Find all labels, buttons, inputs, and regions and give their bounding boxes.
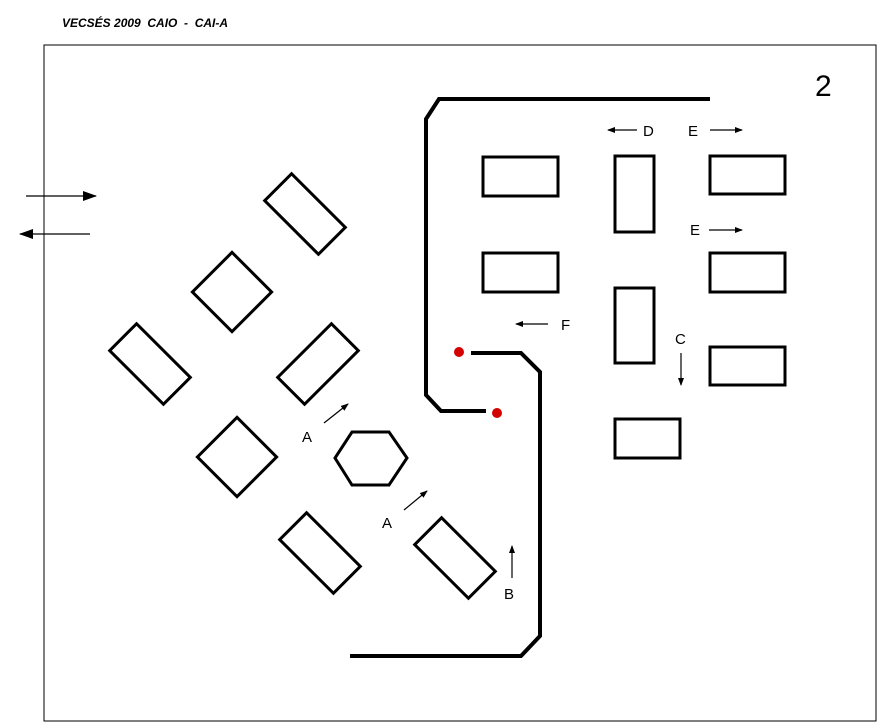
obstacle-box	[708, 154, 787, 196]
obstacle-box	[613, 154, 656, 234]
obstacle-box	[262, 171, 348, 257]
left-boundary-line	[424, 97, 710, 413]
obstacle-box	[190, 250, 274, 334]
course-number: 2	[815, 70, 832, 103]
label-e: E	[688, 123, 698, 140]
arrow-a	[403, 490, 428, 511]
hexagon-obstacle	[333, 430, 409, 487]
obstacle-box	[481, 155, 560, 198]
obstacle-box	[195, 415, 279, 499]
obstacle-box	[107, 321, 193, 407]
label-b: B	[504, 586, 514, 603]
direction-labels: A A B C D E E F	[302, 123, 700, 603]
document-title: VECSÉS 2009 CAIO - CAI-A	[62, 16, 229, 30]
obstacle-box	[708, 251, 787, 294]
red-marker	[454, 347, 464, 357]
obstacle-box	[277, 510, 363, 596]
label-c: C	[675, 331, 686, 348]
label-e: E	[690, 222, 700, 239]
label-a: A	[302, 429, 312, 446]
obstacle-box	[613, 286, 656, 365]
obstacle-box	[275, 321, 361, 407]
obstacle-box	[613, 417, 682, 460]
entry-exit-arrows	[19, 191, 97, 239]
label-a: A	[382, 515, 392, 532]
obstacle-box	[412, 515, 498, 601]
left-obstacles	[107, 171, 498, 601]
arrow-a	[323, 403, 349, 424]
label-d: D	[643, 123, 654, 140]
right-obstacles	[481, 154, 787, 460]
obstacle-box	[708, 345, 787, 387]
label-f: F	[561, 317, 570, 334]
course-frame	[43, 44, 877, 722]
boundary-lines	[350, 97, 710, 658]
direction-markers	[323, 127, 743, 578]
right-boundary-line	[350, 351, 542, 658]
red-marker	[492, 408, 502, 418]
obstacle-box	[481, 251, 560, 294]
